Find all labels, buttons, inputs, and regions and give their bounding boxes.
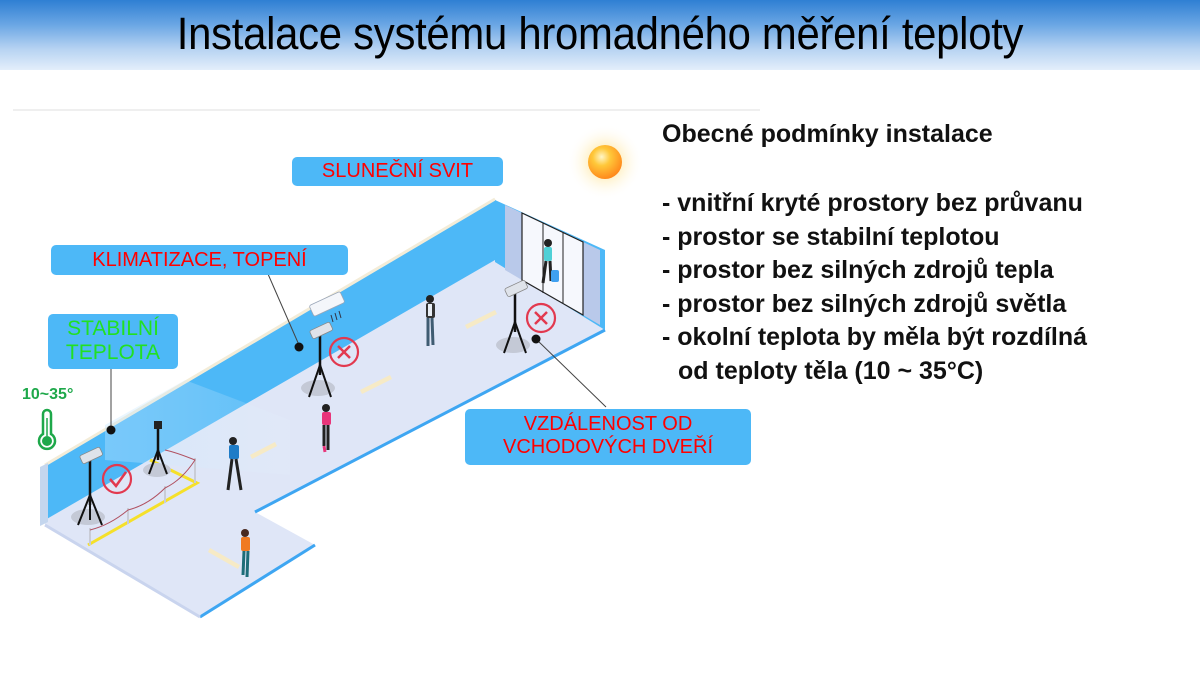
- person-with-suitcase: [541, 239, 559, 284]
- label-entrance-distance: VZDÁLENOST OD VCHODOVÝCH DVEŘÍ: [465, 409, 751, 465]
- air-conditioner-icon: [309, 291, 345, 323]
- slide-title: Instalace systému hromadného měření tepl…: [176, 8, 1024, 59]
- thermometer-icon: [37, 408, 57, 451]
- person-walking: [226, 437, 243, 491]
- sun-icon: [567, 124, 643, 200]
- temperature-range: 10~35°: [22, 386, 74, 403]
- label-sunlight: SLUNEČNÍ SVIT: [292, 157, 503, 186]
- person-walking: [426, 295, 435, 346]
- camera-tripod-icon: [496, 279, 530, 354]
- condition-item: - prostor se stabilní teplotou: [662, 222, 1000, 251]
- condition-item-continuation: od teploty těla (10 ~ 35°C): [678, 356, 984, 385]
- camera-tripod-icon: [143, 421, 171, 477]
- check-mark-icon: [101, 463, 133, 495]
- camera-tripod-icon: [301, 321, 335, 398]
- divider-line: [13, 109, 760, 111]
- condition-item: - okolní teplota by měla být rozdílná: [662, 323, 1088, 351]
- person-walking: [322, 404, 331, 453]
- cross-mark-icon: [328, 336, 360, 368]
- camera-tripod-icon: [71, 446, 105, 526]
- condition-item: - prostor bez silných zdrojů tepla: [662, 256, 1054, 284]
- cross-mark-icon: [525, 302, 557, 334]
- person-walking: [241, 529, 250, 578]
- installation-conditions: Obecné podmínky instalace - vnitřní kryt…: [662, 117, 1192, 388]
- condition-item: - prostor bez silných zdrojů světla: [662, 289, 1067, 318]
- conditions-title: Obecné podmínky instalace: [662, 120, 993, 148]
- condition-item: - vnitřní kryté prostory bez průvanu: [662, 189, 1083, 217]
- floor-arrows: [208, 310, 497, 569]
- label-stable-temperature: STABILNÍ TEPLOTA: [48, 314, 178, 369]
- label-ac-heating: KLIMATIZACE, TOPENÍ: [51, 245, 348, 275]
- slide-header: Instalace systému hromadného měření tepl…: [0, 0, 1200, 70]
